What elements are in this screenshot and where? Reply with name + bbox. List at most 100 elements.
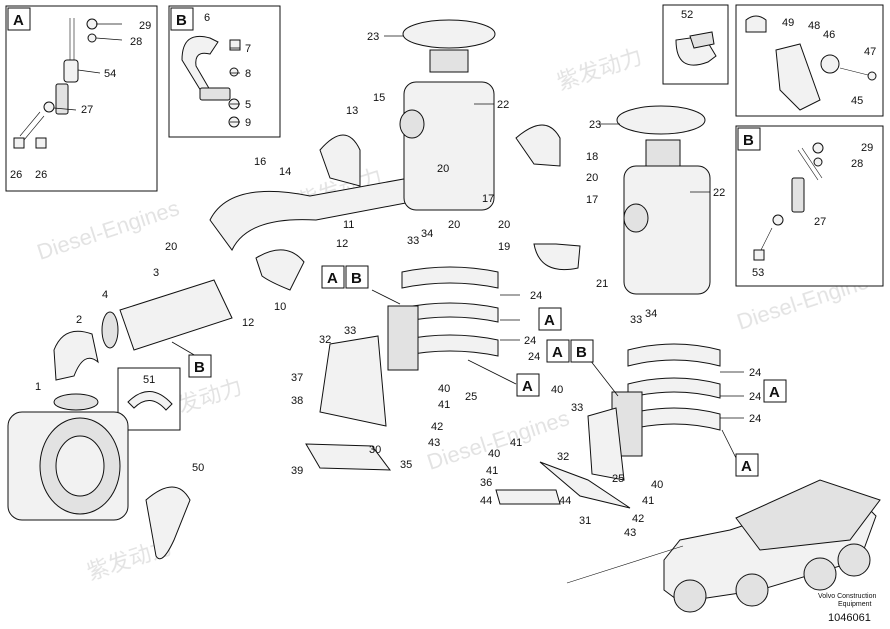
callout: 53 bbox=[752, 267, 764, 279]
watermark-cn: 紫发动力 bbox=[554, 44, 645, 95]
callout: 43 bbox=[428, 437, 440, 449]
callout: 26 bbox=[35, 169, 47, 181]
callout: 18 bbox=[586, 151, 598, 163]
elbow-13 bbox=[319, 134, 361, 187]
svg-text:A: A bbox=[741, 458, 752, 475]
callout: 20 bbox=[586, 172, 598, 184]
callout: 12 bbox=[242, 317, 254, 329]
callout: 40 bbox=[488, 448, 500, 460]
callout: 40 bbox=[438, 383, 450, 395]
callout: 17 bbox=[482, 193, 494, 205]
drawing-number: 1046061 bbox=[828, 612, 871, 624]
callout: 32 bbox=[319, 334, 331, 346]
callout: 40 bbox=[551, 384, 563, 396]
svg-text:A: A bbox=[544, 312, 555, 329]
callout: 25 bbox=[612, 473, 624, 485]
callout: 27 bbox=[814, 216, 826, 228]
callout: 36 bbox=[480, 477, 492, 489]
callout: 1 bbox=[35, 381, 41, 393]
callout: 6 bbox=[204, 12, 210, 24]
view-label-box: A bbox=[735, 453, 759, 477]
svg-text:B: B bbox=[351, 270, 362, 287]
callout: 24 bbox=[749, 391, 761, 403]
svg-text:B: B bbox=[176, 12, 187, 29]
callout: 34 bbox=[645, 308, 657, 320]
callout: 24 bbox=[524, 335, 536, 347]
svg-text:A: A bbox=[13, 12, 24, 29]
callout: 33 bbox=[630, 314, 642, 326]
callout: 22 bbox=[713, 187, 725, 199]
callout: 32 bbox=[557, 451, 569, 463]
svg-text:B: B bbox=[194, 359, 205, 376]
svg-text:A: A bbox=[552, 344, 563, 361]
callout: 37 bbox=[291, 372, 303, 384]
detail-box-bracket bbox=[735, 4, 884, 117]
callout: 24 bbox=[530, 290, 542, 302]
view-label-box: A bbox=[546, 339, 570, 363]
footer: Volvo Construction Equipment 1046061 bbox=[818, 593, 876, 624]
view-label-box: B bbox=[570, 339, 594, 363]
callout: 15 bbox=[373, 92, 385, 104]
callout: 23 bbox=[367, 31, 379, 43]
callout: 43 bbox=[624, 527, 636, 539]
svg-text:A: A bbox=[769, 384, 780, 401]
callout: 16 bbox=[254, 156, 266, 168]
callout: 44 bbox=[480, 495, 492, 507]
clamps-left bbox=[387, 266, 499, 371]
callout: 38 bbox=[291, 395, 303, 407]
callout: 35 bbox=[400, 459, 412, 471]
callout: 4 bbox=[102, 289, 108, 301]
elbow-19 bbox=[533, 243, 581, 271]
svg-text:B: B bbox=[576, 344, 587, 361]
callout: 20 bbox=[498, 219, 510, 231]
callout: 45 bbox=[851, 95, 863, 107]
callout: 12 bbox=[336, 238, 348, 250]
callout: 27 bbox=[81, 104, 93, 116]
view-label-box: A bbox=[538, 307, 562, 331]
callout: 5 bbox=[245, 99, 251, 111]
callout: 25 bbox=[465, 391, 477, 403]
hose-10 bbox=[255, 249, 305, 291]
callout: 29 bbox=[861, 142, 873, 154]
detail-box-b bbox=[168, 5, 281, 138]
callout: 14 bbox=[279, 166, 291, 178]
callouts: 29 28 54 27 26 26 6 7 8 5 9 23 22 15 13 … bbox=[10, 9, 876, 539]
callout: 29 bbox=[139, 20, 151, 32]
view-label-box: B bbox=[176, 12, 187, 29]
bracket-left bbox=[305, 335, 392, 471]
callout: 39 bbox=[291, 465, 303, 477]
brand-line-1: Volvo Construction bbox=[818, 593, 876, 600]
callout: 41 bbox=[486, 465, 498, 477]
view-labels: A B B A B A A A B bbox=[13, 12, 787, 477]
callout: 26 bbox=[10, 169, 22, 181]
callout: 42 bbox=[632, 513, 644, 525]
callout: 24 bbox=[749, 413, 761, 425]
callout: 33 bbox=[344, 325, 356, 337]
view-label-box: A bbox=[321, 265, 345, 289]
elbow-18 bbox=[515, 124, 561, 167]
callout: 30 bbox=[369, 444, 381, 456]
callout: 42 bbox=[431, 421, 443, 433]
callout: 11 bbox=[343, 219, 354, 231]
callout: 20 bbox=[448, 219, 460, 231]
callout: 13 bbox=[346, 105, 358, 117]
callout: 33 bbox=[407, 235, 419, 247]
view-label-box: A bbox=[516, 373, 540, 397]
callout: 24 bbox=[749, 367, 761, 379]
callout: 52 bbox=[681, 9, 693, 21]
view-label-box: B bbox=[188, 354, 212, 378]
callout: 19 bbox=[498, 241, 510, 253]
callout: 49 bbox=[782, 17, 794, 29]
detail-box-b-right bbox=[735, 125, 884, 287]
callout: 24 bbox=[528, 351, 540, 363]
callout: 41 bbox=[642, 495, 654, 507]
callout: 17 bbox=[586, 194, 598, 206]
svg-text:A: A bbox=[522, 378, 533, 395]
bracket-right bbox=[495, 407, 631, 509]
detail-box-a bbox=[5, 5, 158, 192]
callout: 51 bbox=[143, 374, 155, 386]
callout: 34 bbox=[421, 228, 433, 240]
callout: 28 bbox=[851, 158, 863, 170]
view-label-box: A bbox=[13, 12, 24, 29]
